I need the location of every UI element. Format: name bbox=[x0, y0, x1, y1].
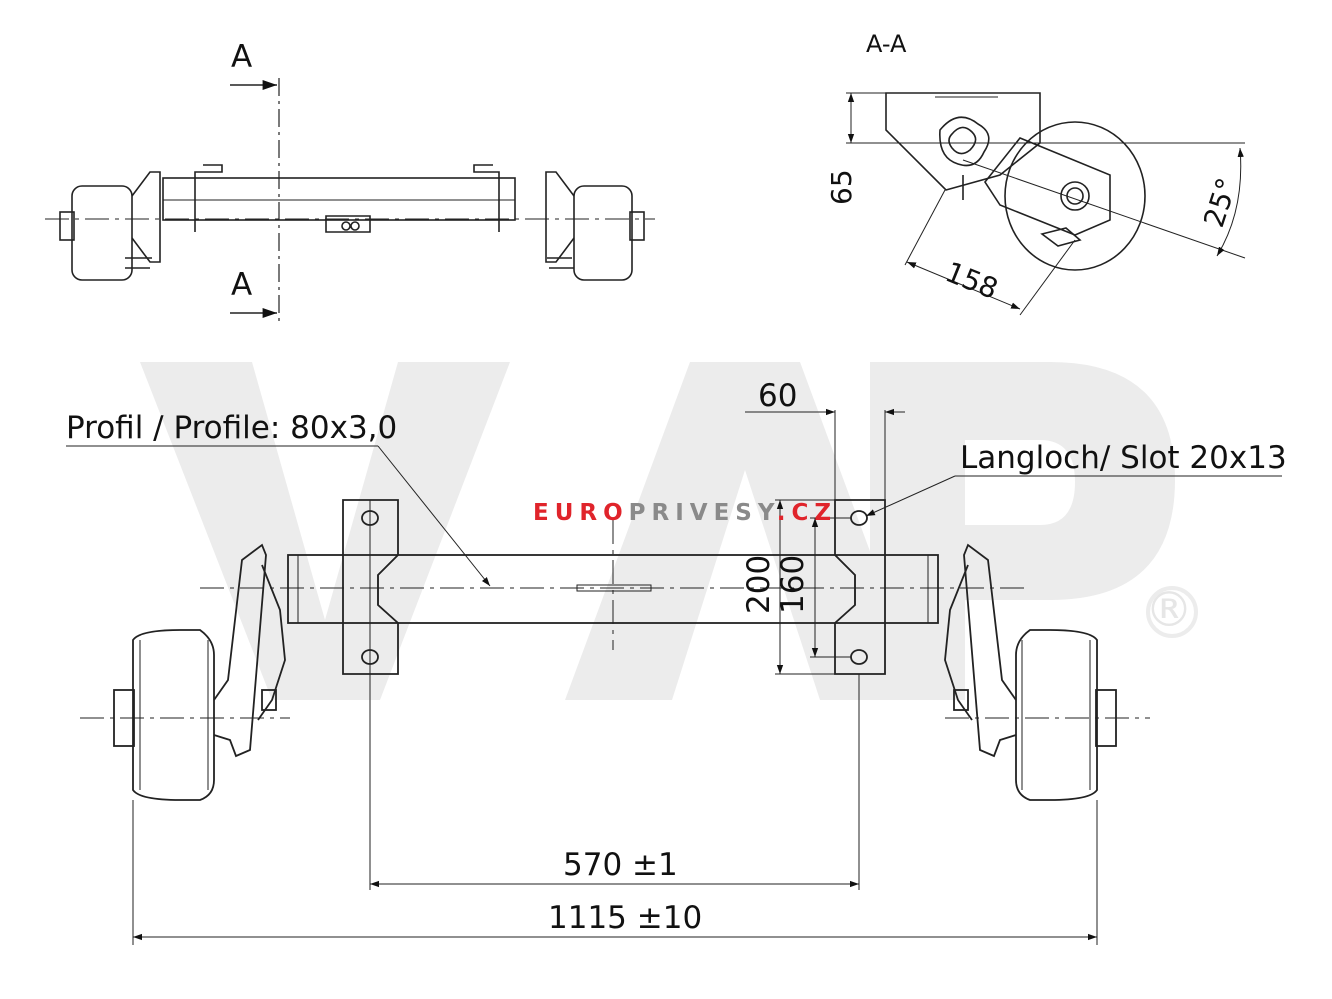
main-view-drawing bbox=[66, 408, 1282, 945]
registered-mark: ® bbox=[1145, 582, 1193, 638]
dim-height-65: 65 bbox=[825, 169, 858, 205]
section-title: A-A bbox=[866, 30, 907, 58]
dim-bracket-span: 570 ±1 bbox=[563, 847, 678, 883]
top-view-drawing bbox=[45, 78, 655, 322]
cut-label-top: A bbox=[231, 39, 253, 75]
watermark-euro: EURO bbox=[533, 500, 629, 526]
profile-label: Profil / Profile: 80x3,0 bbox=[66, 410, 398, 446]
dim-bracket-height: 200 bbox=[741, 554, 777, 614]
dim-total-width: 1115 ±10 bbox=[548, 900, 703, 936]
slot-label: Langloch/ Slot 20x13 bbox=[960, 440, 1287, 476]
watermark-privesy: PRIVESY bbox=[628, 500, 777, 526]
cut-label-bottom: A bbox=[231, 267, 253, 303]
watermark-cz: .CZ bbox=[776, 500, 838, 526]
watermark-site-text: EUROPRIVESY.CZ bbox=[533, 502, 837, 525]
section-view-drawing bbox=[846, 92, 1246, 316]
dim-bracket-width: 60 bbox=[758, 378, 798, 414]
dim-hole-spacing: 160 bbox=[775, 554, 811, 614]
